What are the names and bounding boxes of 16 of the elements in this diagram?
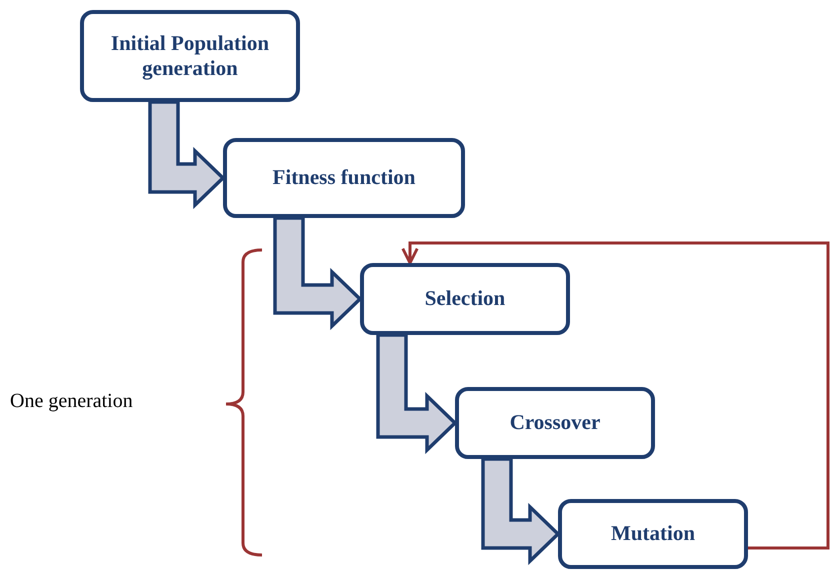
block-arrow (148, 100, 226, 210)
block-arrow (376, 333, 458, 454)
box-label: Initial Population generation (110, 30, 270, 82)
block-arrow (481, 457, 561, 566)
box-label: Selection (424, 286, 506, 312)
box-label: Mutation (611, 521, 695, 547)
process-box (80, 10, 300, 102)
bracket-label: One generation (10, 390, 133, 413)
process-box (223, 138, 465, 218)
block-arrow (273, 216, 363, 330)
box-label: Crossover (510, 410, 600, 436)
box-label: Fitness function (272, 165, 416, 191)
process-box (455, 387, 655, 459)
feedback-arrow (401, 242, 830, 550)
process-box (558, 499, 748, 569)
process-box (360, 263, 570, 335)
